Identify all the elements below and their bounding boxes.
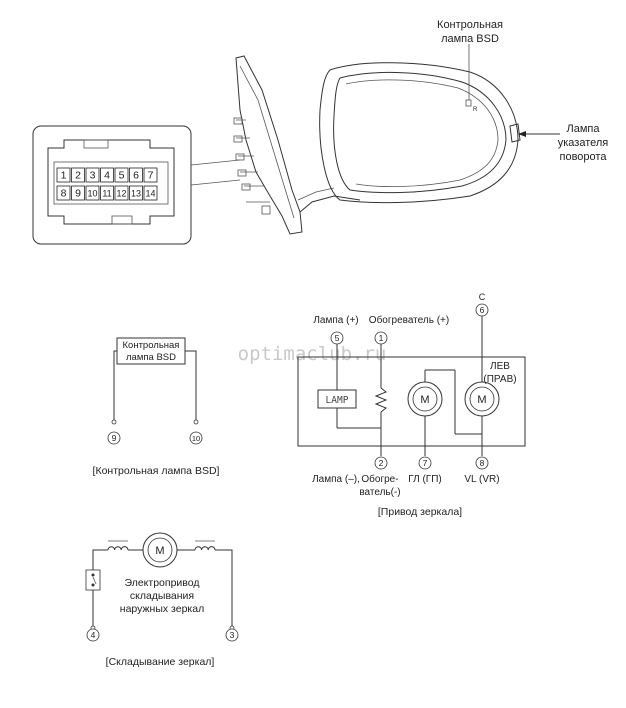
connector-pin-box	[85, 167, 100, 183]
pin-1-label: 1	[379, 333, 384, 343]
connector-pin-label: 11	[102, 189, 111, 199]
connector-pin-label: 5	[119, 170, 125, 182]
fold-label-line2: складывания	[130, 590, 194, 602]
bsd-lamp-label-line2: лампа BSD	[441, 33, 499, 45]
pin-7-label: 7	[423, 458, 428, 468]
connector-pin-label: 14	[145, 189, 155, 199]
label-vl: VL (VR)	[464, 474, 499, 485]
connector-pin-box	[129, 167, 143, 183]
mirror-folding-circuit: M Электропривод складывания наружных зер…	[85, 532, 239, 668]
bsd-lamp-label-line1: Контрольная	[437, 19, 503, 31]
label-heater-minus-line1: Обогре-	[361, 473, 398, 485]
label-heater-minus-line2: ватель(-)	[359, 487, 400, 498]
connector-pin-label: 6	[133, 170, 139, 182]
connector-pin-label: 4	[104, 170, 110, 182]
coil-right	[194, 546, 216, 551]
connector-pin-box	[143, 185, 158, 201]
connector-pin-label: 2	[75, 170, 81, 182]
pin-10-marker	[189, 431, 203, 445]
motor-gl-label: M	[420, 394, 429, 406]
connector-pin-label: 10	[87, 189, 97, 199]
side-label-line1: ЛЕВ	[490, 361, 510, 372]
label-gl: ГЛ (ГП)	[408, 474, 441, 485]
mirror-illustration: R Контрольная лампа BSD Лампа указателя …	[233, 19, 609, 235]
pin-9-marker	[107, 431, 121, 445]
bsd-circuit-caption: [Контрольная лампа BSD]	[93, 465, 220, 477]
bsd-lamp-icon: R	[465, 99, 478, 113]
turn-lamp-label-line3: поворота	[560, 151, 608, 163]
connector-pin-label: 9	[75, 188, 81, 200]
bsd-lamp-symbol: R	[473, 107, 478, 113]
mirror-drive-circuit: Лампа (+) Обогреватель (+) C 5 1 6 LAMP …	[297, 292, 526, 518]
connector-pin-label: 8	[61, 188, 67, 200]
connector-pin-box	[56, 185, 71, 201]
arrow-icon	[518, 131, 526, 137]
watermark: optimaclub.ru	[238, 343, 387, 365]
connector-pin-box	[129, 185, 143, 201]
fold-label-line3: наружных зеркал	[120, 603, 204, 615]
connector-pin-box	[114, 185, 129, 201]
drive-unit-box	[297, 356, 526, 447]
lamp-text: LAMP	[326, 395, 349, 406]
drive-circuit-caption: [Привод зеркала]	[378, 506, 462, 518]
pin-8-label: 8	[480, 458, 485, 468]
fold-label-line1: Электропривод	[125, 577, 200, 589]
pin-c-label: C	[479, 292, 486, 302]
connector-pin-label: 13	[131, 189, 141, 199]
connector-pin-label: 7	[148, 170, 154, 182]
connector-pin-box	[85, 185, 100, 201]
connector-pin-label: 1	[61, 170, 67, 182]
connector-pin-box	[143, 167, 158, 183]
lamp-element	[317, 389, 357, 409]
coil-left	[107, 546, 129, 551]
fold-motor-label: M	[155, 545, 164, 557]
label-lamp-minus: Лампа (–),	[312, 474, 360, 485]
pin-5-label: 5	[335, 333, 340, 343]
connector-pin-label: 3	[90, 170, 96, 182]
connector-pin-box	[114, 167, 129, 183]
label-lamp-plus: Лампа (+)	[313, 315, 358, 326]
connector-pin-box	[71, 185, 85, 201]
pin-3-label: 3	[230, 630, 235, 640]
fold-circuit-caption: [Складывание зеркал]	[106, 656, 215, 668]
pin-2-label: 2	[379, 458, 384, 468]
connector-pin-box	[56, 167, 71, 183]
connector-pin-label: 12	[116, 189, 126, 199]
heater-resistor	[374, 387, 388, 413]
motor-vl-label: M	[477, 394, 486, 406]
bsd-lamp-circuit: Контрольная лампа BSD 9 10 [Контрольная …	[93, 337, 220, 477]
bsd-box-label-line1: Контрольная	[123, 340, 180, 351]
turn-lamp-label-line2: указателя	[558, 137, 609, 149]
pin-10-label: 10	[192, 434, 200, 443]
connector-pin-box	[71, 167, 85, 183]
pin-6-label: 6	[480, 305, 485, 315]
label-heater-plus: Обогреватель (+)	[369, 314, 449, 326]
connector-pin-box	[100, 185, 114, 201]
pin-4-label: 4	[91, 630, 96, 640]
fold-switch	[85, 569, 101, 591]
bsd-box-label-line2: лампа BSD	[126, 352, 176, 363]
turn-lamp-label-line1: Лампа	[567, 123, 601, 135]
pin-9-label: 9	[112, 433, 117, 443]
connector-pin-box	[100, 167, 114, 183]
side-label-line2: (ПРАВ)	[483, 374, 516, 385]
